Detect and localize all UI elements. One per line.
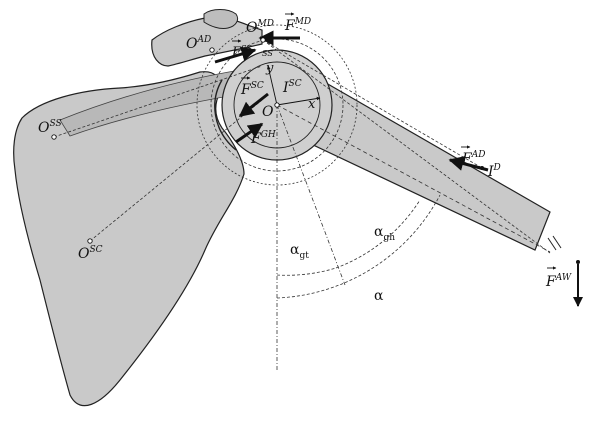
humerus-axis-line	[276, 104, 551, 253]
point-o-ss	[51, 134, 57, 140]
point-o-ad	[209, 47, 215, 53]
point-o-sc	[87, 238, 93, 244]
deltoid-line-2	[262, 39, 483, 169]
humerus-break-line-1	[547, 237, 557, 251]
alpha-arc	[276, 194, 441, 299]
label-f-ad: FAD	[461, 150, 485, 167]
alpha-gt-arc	[276, 267, 337, 276]
deltoid-line	[262, 39, 551, 254]
scapula-axis-line	[276, 104, 346, 286]
label-f-md: FMD	[284, 17, 311, 34]
humerus-break-line-2	[552, 235, 562, 249]
f-sc-arrow	[238, 92, 269, 118]
label-i-sc: ISC	[282, 79, 302, 96]
label-alpha-gt: αgt	[290, 242, 309, 261]
label-y-axis: y	[265, 61, 274, 76]
label-f-gh: FGH	[250, 130, 276, 147]
alpha-gh-arc	[335, 199, 421, 269]
acromion-tip-shape	[203, 9, 239, 29]
label-o-ss: OSS	[38, 119, 62, 136]
x-axis-arrow	[276, 96, 321, 106]
supraspinatus-line	[53, 65, 263, 138]
point-o-center	[274, 102, 280, 108]
outer-dashed-circle	[196, 24, 358, 186]
label-o-ad: OAD	[186, 35, 211, 52]
point-i-d	[480, 166, 484, 170]
label-x-axis: x	[308, 97, 316, 112]
label-alpha-gh: αgh	[374, 224, 395, 243]
label-f-aw: FAW	[545, 273, 572, 290]
label-i-d: ID	[487, 163, 501, 180]
y-axis-arrow	[266, 65, 278, 106]
point-aw	[576, 260, 580, 264]
label-f-ss: FSS	[231, 44, 252, 60]
point-o-md	[260, 37, 266, 43]
label-o-md: OMD	[246, 19, 274, 36]
subscapularis-line	[89, 99, 263, 242]
label-i-ss: SS	[262, 49, 273, 58]
glenoid-rim	[214, 79, 237, 151]
scapula-shape	[13, 71, 245, 407]
label-o-sc: OSC	[78, 245, 103, 262]
label-o-center: O	[262, 104, 274, 120]
label-f-sc: FSC	[240, 81, 264, 98]
f-ss-arrow	[214, 46, 257, 64]
label-alpha: α	[374, 288, 384, 304]
